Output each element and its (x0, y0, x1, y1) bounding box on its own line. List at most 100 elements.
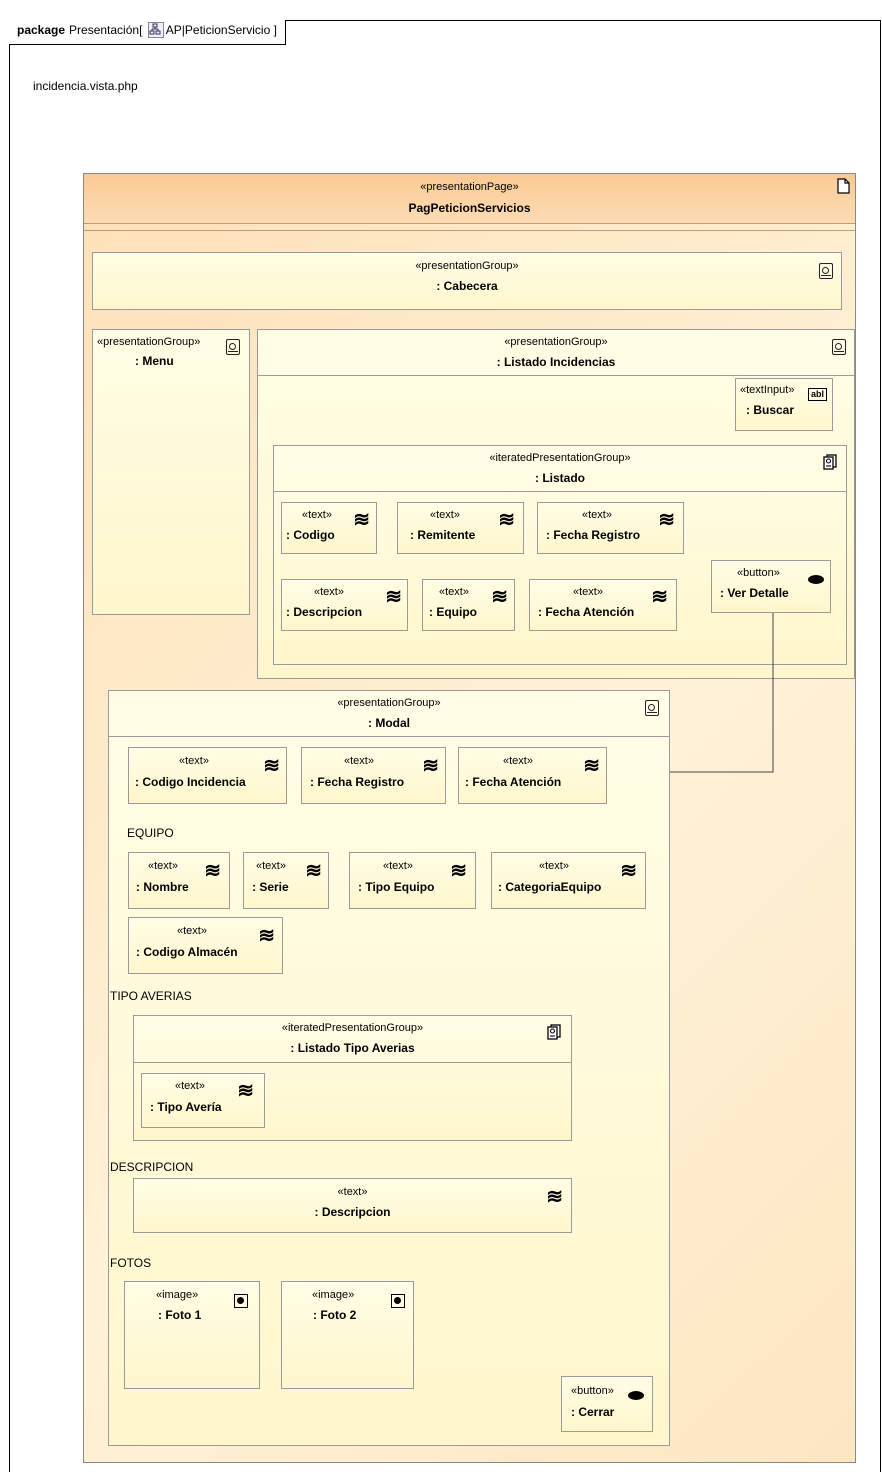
text-element-descripcion-modal[interactable]: «text» : Descripcion ≋ (133, 1178, 572, 1233)
text-icon: ≋ (258, 925, 275, 947)
text-name: : Fecha Atención (465, 775, 562, 789)
text-name: : Serie (252, 880, 289, 894)
group-icon (226, 339, 240, 355)
text-name: : Tipo Avería (150, 1100, 222, 1114)
text-element-fecha-atencion-modal[interactable]: «text» : Fecha Atención ≋ (458, 747, 607, 804)
group-header-divider (258, 375, 854, 376)
ver-detalle-button[interactable]: «button» : Ver Detalle (711, 560, 831, 613)
group-header-divider (109, 736, 669, 737)
text-name: : Fecha Registro (546, 528, 641, 542)
text-stereotype: «text» (439, 586, 469, 598)
listado-tipo-stereotype: «iteratedPresentationGroup» (281, 1022, 424, 1034)
page-header-divider (84, 230, 855, 231)
image-element-foto-1[interactable]: «image» : Foto 1 (124, 1281, 260, 1389)
text-stereotype: «text» (383, 860, 413, 872)
text-stereotype: «text» (337, 1186, 368, 1198)
text-icon: ≋ (658, 509, 675, 531)
image-icon (234, 1294, 248, 1308)
image-element-foto-2[interactable]: «image» : Foto 2 (281, 1281, 414, 1389)
button-icon (628, 1391, 644, 1400)
text-stereotype: «text» (177, 925, 207, 937)
text-name: : Codigo Almacén (136, 945, 238, 959)
buscar-text-input[interactable]: «textInput» : Buscar abl (735, 378, 833, 431)
text-stereotype: «text» (582, 509, 612, 521)
package-keyword: package (17, 23, 66, 38)
text-stereotype: «text» (539, 860, 569, 872)
text-stereotype: «text» (256, 860, 286, 872)
menu-stereotype: «presentationGroup» (97, 336, 201, 348)
listado-incidencias-name: : Listado Incidencias (496, 355, 616, 369)
text-name: : Equipo (429, 605, 477, 619)
group-icon (645, 700, 659, 716)
document-icon (837, 178, 850, 194)
group-header-divider (274, 491, 846, 492)
cerrar-button[interactable]: «button» : Cerrar (561, 1376, 653, 1432)
text-icon: ≋ (385, 586, 402, 608)
button-name: : Ver Detalle (720, 586, 789, 600)
text-element-serie[interactable]: «text» : Serie ≋ (243, 852, 329, 909)
text-name: : Descripcion (314, 1205, 391, 1219)
text-name: : Nombre (136, 880, 189, 894)
diagram-icon (147, 22, 164, 38)
cabecera-stereotype: «presentationGroup» (415, 260, 519, 272)
text-name: : Tipo Equipo (358, 880, 435, 894)
button-stereotype: «button» (571, 1385, 614, 1397)
image-stereotype: «image» (312, 1289, 355, 1301)
package-bracket-close: ] (273, 23, 277, 38)
button-stereotype: «button» (737, 567, 780, 579)
text-element-remitente[interactable]: «text» : Remitente ≋ (397, 502, 524, 554)
modal-name: : Modal (368, 716, 410, 730)
listado-name: : Listado (535, 471, 585, 485)
page-stereotype: «presentationPage» (420, 181, 519, 193)
package-frame (9, 20, 881, 1472)
text-element-codigo-incidencia[interactable]: «text» : Codigo Incidencia ≋ (128, 747, 287, 804)
text-element-equipo[interactable]: «text» : Equipo ≋ (422, 579, 515, 631)
menu-name: : Menu (135, 354, 174, 368)
text-name: : Fecha Registro (310, 775, 405, 789)
text-stereotype: «text» (573, 586, 603, 598)
group-icon (832, 339, 846, 355)
text-name: : Codigo (286, 528, 335, 542)
text-stereotype: «text» (344, 755, 374, 767)
text-element-codigo[interactable]: «text» : Codigo ≋ (281, 502, 377, 554)
menu-group[interactable]: «presentationGroup» : Menu (92, 329, 250, 615)
iterated-group-icon (547, 1024, 561, 1040)
text-name: : CategoriaEquipo (498, 880, 602, 894)
text-icon: ≋ (204, 860, 221, 882)
text-icon: ≋ (450, 860, 467, 882)
package-ref: AP|PeticionServicio (165, 23, 271, 38)
text-icon: ≋ (263, 755, 280, 777)
text-stereotype: «text» (148, 860, 178, 872)
buscar-name: : Buscar (746, 403, 795, 417)
listado-incidencias-stereotype: «presentationGroup» (504, 336, 608, 348)
listado-stereotype: «iteratedPresentationGroup» (489, 452, 631, 464)
text-element-fecha-atencion[interactable]: «text» : Fecha Atención ≋ (529, 579, 677, 631)
package-bracket-open: [ (139, 23, 143, 38)
text-stereotype: «text» (314, 586, 344, 598)
text-element-fecha-registro[interactable]: «text» : Fecha Registro ≋ (537, 502, 684, 554)
text-icon: ≋ (651, 586, 668, 608)
text-icon: ≋ (546, 1186, 563, 1208)
text-element-descripcion[interactable]: «text» : Descripcion ≋ (281, 579, 408, 631)
text-element-codigo-almacen[interactable]: «text» : Codigo Almacén ≋ (128, 917, 283, 974)
text-element-nombre[interactable]: «text» : Nombre ≋ (128, 852, 230, 909)
modal-stereotype: «presentationGroup» (337, 697, 441, 709)
text-element-tipo-equipo[interactable]: «text» : Tipo Equipo ≋ (349, 852, 476, 909)
text-icon: ≋ (353, 509, 370, 531)
text-element-categoria-equipo[interactable]: «text» : CategoriaEquipo ≋ (491, 852, 646, 909)
buscar-stereotype: «textInput» (740, 384, 795, 396)
text-name: : Codigo Incidencia (135, 775, 246, 789)
group-icon (819, 263, 833, 279)
text-input-icon: abl (808, 388, 827, 401)
text-icon: ≋ (583, 755, 600, 777)
button-icon (808, 575, 824, 584)
text-element-fecha-registro-modal[interactable]: «text» : Fecha Registro ≋ (301, 747, 446, 804)
text-icon: ≋ (491, 586, 508, 608)
image-stereotype: «image» (156, 1289, 199, 1301)
cabecera-group[interactable]: «presentationGroup» : Cabecera (92, 252, 842, 310)
section-label-tipo-averias: TIPO AVERIAS (110, 989, 192, 1003)
text-element-tipo-averia[interactable]: «text» : Tipo Avería ≋ (141, 1073, 265, 1128)
page-header (84, 174, 855, 224)
cabecera-name: : Cabecera (436, 279, 498, 293)
